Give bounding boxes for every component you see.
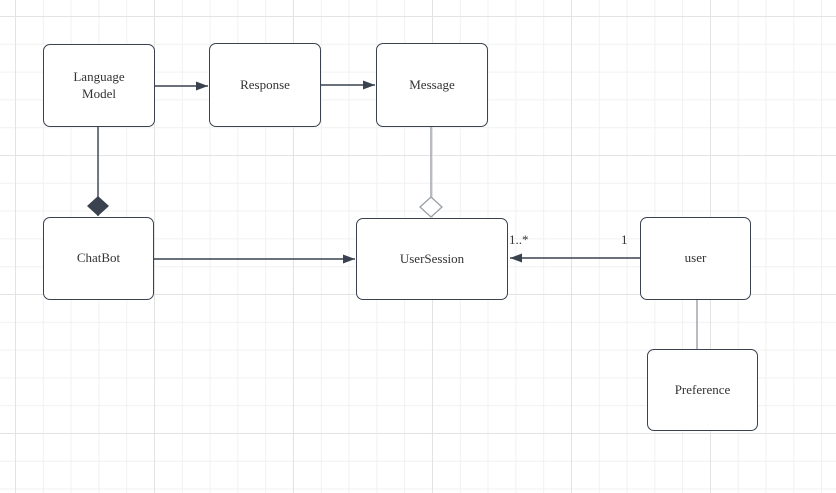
multiplicity-label[interactable]: 1 [621,232,628,247]
node-message[interactable]: Message [376,43,488,127]
node-usersession[interactable]: UserSession [356,218,508,300]
node-user[interactable]: user [640,217,751,300]
node-chatbot[interactable]: ChatBot [43,217,154,300]
multiplicity-label[interactable]: 1..* [509,232,529,247]
node-label: Language Model [73,68,125,101]
node-label: Message [409,76,455,92]
node-label: ChatBot [76,250,121,266]
node-label: Response [240,76,290,92]
node-label: user [684,250,707,266]
node-label: Preference [674,381,731,397]
node-response[interactable]: Response [209,43,321,127]
node-preference[interactable]: Preference [647,349,758,431]
node-language-model[interactable]: Language Model [43,44,155,127]
node-label: UserSession [399,250,465,266]
